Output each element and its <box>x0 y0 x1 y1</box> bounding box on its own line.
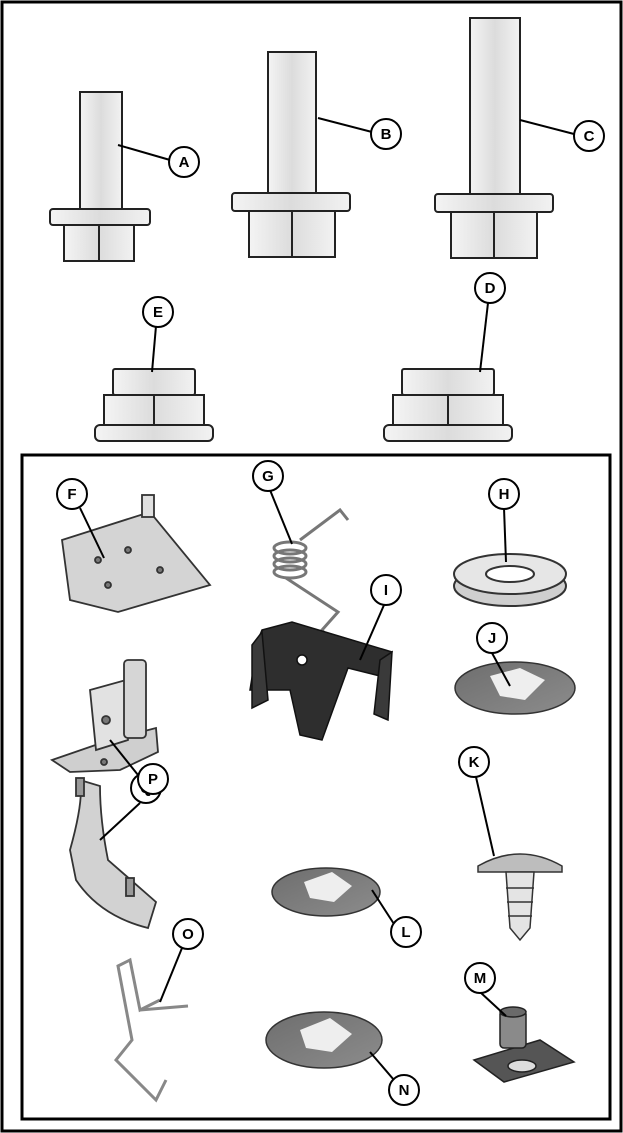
u-nut-m <box>474 1007 574 1082</box>
callout-label-e: E <box>153 304 163 321</box>
callout-n: N <box>389 1075 419 1105</box>
callout-label-g: G <box>262 468 274 485</box>
callout-label-d: D <box>485 280 496 297</box>
callout-label-p: P <box>148 771 158 788</box>
callout-o: O <box>173 919 203 949</box>
flange-bolt-a <box>50 92 150 261</box>
bracket-f <box>62 495 210 612</box>
wire-clip-o <box>116 960 188 1100</box>
flange-nut-e <box>95 369 213 441</box>
callout-label-n: N <box>399 1082 410 1099</box>
callout-f: F <box>57 479 87 509</box>
callout-k: K <box>459 747 489 777</box>
callout-i: I <box>371 575 401 605</box>
callout-l: L <box>391 917 421 947</box>
flat-washer-h <box>454 554 566 606</box>
callout-d: D <box>475 273 505 303</box>
callout-label-f: F <box>67 486 76 503</box>
push-nut-n <box>266 1012 382 1068</box>
push-nut-l <box>272 868 380 916</box>
flange-bolt-b <box>232 52 350 257</box>
callout-e: E <box>143 297 173 327</box>
callout-a: A <box>169 147 199 177</box>
callout-label-b: B <box>381 126 392 143</box>
callout-label-a: A <box>179 154 190 171</box>
flange-bolt-c <box>435 18 553 258</box>
callout-label-i: I <box>384 582 388 599</box>
callout-g: G <box>253 461 283 491</box>
callout-label-c: C <box>584 128 595 145</box>
callout-h: H <box>489 479 519 509</box>
bracket-q <box>52 660 158 772</box>
spring-clip-i <box>250 622 392 740</box>
callout-label-j: J <box>488 630 496 647</box>
callout-label-k: K <box>469 754 480 771</box>
flange-nut-d <box>384 369 512 441</box>
callout-label-m: M <box>474 970 487 987</box>
push-rivet-k <box>478 854 562 940</box>
callout-p-main: P <box>138 764 168 794</box>
callout-m: M <box>465 963 495 993</box>
push-nut-j <box>455 662 575 714</box>
callout-label-h: H <box>499 486 510 503</box>
callout-label-l: L <box>401 924 410 941</box>
callout-b: B <box>371 119 401 149</box>
callout-c: C <box>574 121 604 151</box>
callout-label-o: O <box>182 926 194 943</box>
callout-j: J <box>477 623 507 653</box>
